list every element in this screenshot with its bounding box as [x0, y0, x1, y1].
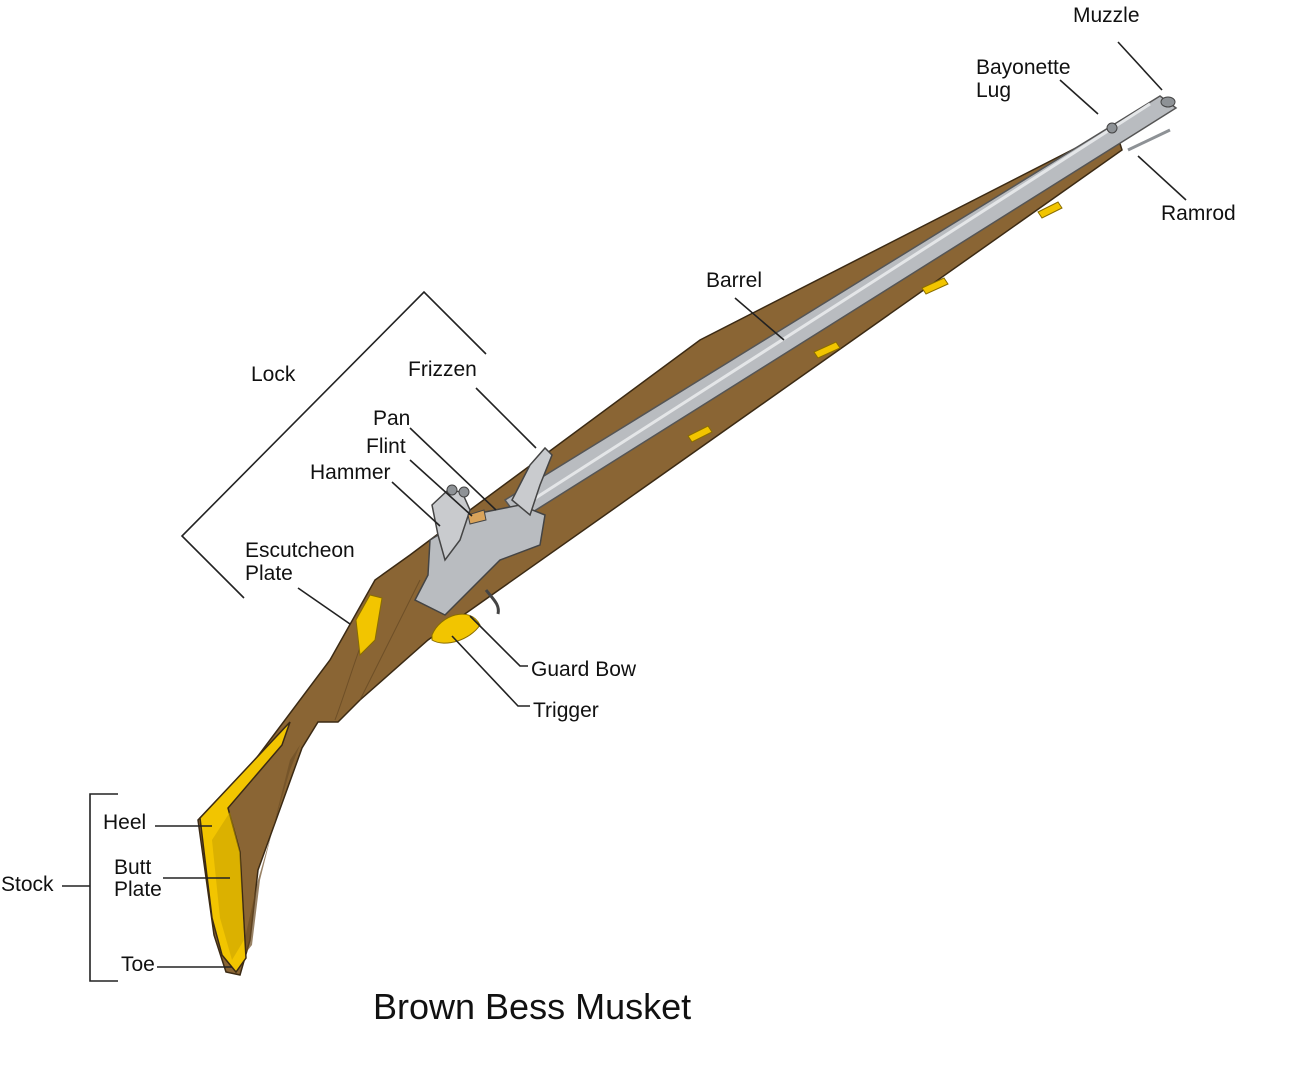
barrel-highlight — [519, 102, 1151, 510]
leader-lines — [62, 41, 1187, 982]
musket-illustration — [197, 95, 1178, 976]
hammer-screw-2 — [458, 486, 470, 498]
label-trigger: Trigger — [533, 699, 599, 722]
label-escutcheon-line1: Escutcheon — [245, 539, 355, 562]
barrel-leader — [734, 297, 785, 341]
escutcheon-leader — [297, 587, 351, 625]
ramrod-pipe-3 — [813, 341, 841, 359]
label-guard-bow: Guard Bow — [531, 658, 637, 681]
label-escutcheon-line2: Plate — [245, 562, 293, 585]
muzzle-leader — [1117, 41, 1163, 91]
wood-shading — [240, 745, 300, 960]
label-barrel: Barrel — [706, 269, 762, 292]
label-stock: Stock — [1, 873, 54, 896]
labels: Muzzle Bayonette Lug Ramrod Barrel Lock … — [1, 4, 1236, 976]
flint-leader — [409, 459, 473, 517]
hammer-leader — [391, 481, 441, 527]
muzzle-end — [1160, 96, 1176, 108]
label-butt-plate-line2: Plate — [114, 878, 162, 901]
label-muzzle: Muzzle — [1073, 4, 1140, 27]
label-toe: Toe — [121, 953, 155, 976]
ramrod — [1127, 128, 1171, 152]
barrel — [503, 95, 1178, 522]
hammer-screw-1 — [446, 484, 458, 496]
stock-bracket — [89, 793, 118, 982]
bayonette-lug — [1106, 122, 1118, 134]
label-pan: Pan — [373, 407, 410, 430]
frizzen-leader — [475, 387, 537, 449]
stock — [197, 126, 1123, 976]
flint — [467, 509, 487, 525]
butt-plate-shade — [212, 812, 244, 960]
ramrod-leader — [1137, 155, 1187, 201]
label-ramrod: Ramrod — [1161, 202, 1236, 225]
trigger — [484, 589, 500, 615]
diagram-title: Brown Bess Musket — [373, 986, 691, 1027]
ramrod-pipe-4 — [687, 425, 713, 443]
pan-leader — [409, 427, 497, 511]
ramrod-pipe-1 — [1037, 201, 1063, 219]
label-hammer: Hammer — [310, 461, 391, 484]
label-heel: Heel — [103, 811, 146, 834]
label-bayonette-lug-line1: Bayonette — [976, 56, 1071, 79]
lock-bracket — [180, 290, 487, 599]
guard-bow-leader — [469, 615, 528, 667]
escutcheon-plate — [355, 594, 383, 657]
ramrod-pipe-2 — [921, 277, 949, 295]
label-lock: Lock — [251, 363, 296, 386]
label-frizzen: Frizzen — [408, 358, 477, 381]
label-butt-plate-line1: Butt — [114, 856, 152, 879]
bayonette-lug-leader — [1059, 79, 1099, 115]
frizzen — [511, 446, 553, 517]
label-flint: Flint — [366, 435, 406, 458]
label-bayonette-lug-line2: Lug — [976, 79, 1011, 102]
trigger-leader — [451, 635, 530, 707]
